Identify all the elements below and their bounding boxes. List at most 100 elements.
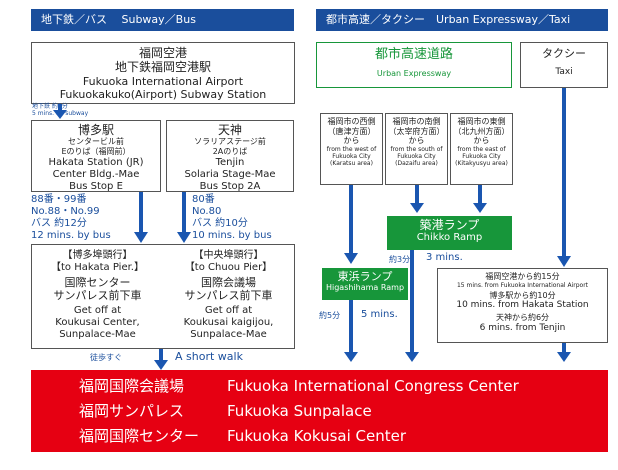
- arrow-head: [134, 232, 148, 243]
- arrow-shaft: [562, 343, 566, 354]
- arrow-shaft: [58, 104, 62, 112]
- arrow-head: [344, 352, 358, 362]
- arrow-shaft: [182, 192, 186, 234]
- from-line: from the west of: [326, 145, 377, 153]
- arrow-shaft: [349, 185, 353, 255]
- destination-en: Fukuoka Sunpalace: [227, 402, 372, 420]
- hakata-station-box: 博多駅 センタービル前 Eのりば（福岡前） Hakata Station (JR…: [31, 120, 161, 192]
- subway-bus-header: 地下鉄／バス Subway／Bus: [31, 9, 294, 31]
- getoff-line: Sunpalace-Mae: [190, 329, 267, 341]
- getoff-line: 国際会議場: [201, 276, 256, 289]
- bus-tenjin-time-en: 10 mins. by bus: [192, 230, 272, 241]
- from-line: から: [408, 136, 425, 146]
- getoff-line: サンパレス前下車: [53, 289, 142, 303]
- urban-expressway-box: 都市高速道路 Urban Expressway: [316, 42, 512, 88]
- chikko-ramp-box: 築港ランプ Chikko Ramp: [387, 216, 512, 250]
- higashihama-time-jp: 約5分: [319, 311, 341, 320]
- higashihama-time-en: 5 mins.: [361, 309, 398, 320]
- getoff-line: 【博多埠頭行】: [62, 250, 133, 261]
- arrow-shaft: [410, 250, 414, 354]
- arrow-head: [557, 352, 571, 362]
- arrow-head: [473, 203, 487, 213]
- chikko-time-jp: 約3分: [389, 255, 411, 264]
- walk-jp: 徒歩すぐ: [90, 353, 122, 362]
- chikko-jp: 築港ランプ: [419, 218, 480, 232]
- arrow-head: [53, 110, 67, 119]
- hakata-line: Center Bldg.-Mae: [52, 168, 140, 180]
- getoff-line: Get off at: [204, 305, 253, 317]
- walk-en: A short walk: [175, 350, 243, 363]
- bus-hakata-route: 88番・99番: [31, 194, 87, 205]
- getoff-line: サンパレス前下車: [184, 289, 273, 303]
- hakata-line: Bus Stop E: [69, 180, 123, 192]
- destination-row: 福岡国際センター Fukuoka Kokusai Center: [79, 426, 608, 451]
- arrow-head: [344, 253, 358, 264]
- getoff-line: 【to Chuou Pier】: [184, 262, 273, 273]
- arrow-shaft: [349, 300, 353, 354]
- arrow-head: [177, 232, 191, 243]
- from-east-box: 福岡市の東側 （北九州方面） から from the east of Fukuo…: [450, 113, 513, 185]
- destination-en: Fukuoka Kokusai Center: [227, 427, 407, 445]
- chikko-time-en: 3 mins.: [426, 252, 463, 263]
- expressway-taxi-header: 都市高速／タクシー Urban Expressway／Taxi: [316, 9, 608, 31]
- bus-tenjin-label: 80番 No.80 バス 約10分 10 mins. by bus: [192, 194, 292, 242]
- higashihama-ramp-box: 東浜ランプ Higashihama Ramp: [322, 268, 408, 300]
- arrow-head: [154, 360, 168, 370]
- destination-en: Fukuoka International Congress Center: [227, 377, 519, 395]
- tenjin-line: Tenjin: [215, 156, 245, 168]
- airport-line: Fukuokakuko(Airport) Subway Station: [59, 87, 267, 101]
- airport-line: 地下鉄福岡空港駅: [114, 60, 211, 75]
- taxi-time-line: 福岡空港から約15分: [485, 272, 560, 281]
- bus-getoff-box: 【博多埠頭行】 【to Hakata Pier.】 国際センター サンパレス前下…: [31, 244, 295, 349]
- getoff-line: 【to Hakata Pier.】: [51, 262, 144, 273]
- airport-box: 福岡空港 地下鉄福岡空港駅 Fukuoka International Airp…: [31, 42, 295, 104]
- bus-hakata-time: バス 約12分: [31, 218, 87, 229]
- getoff-chuou-pier: 【中央埠頭行】 【to Chuou Pier】 国際会議場 サンパレス前下車 G…: [163, 250, 294, 341]
- airport-line: 福岡空港: [138, 46, 187, 60]
- from-west-box: 福岡市の西側 （唐津方面） から from the west of Fukuok…: [320, 113, 383, 185]
- bus-tenjin-time: バス 約10分: [192, 218, 248, 229]
- expressway-en: Urban Expressway: [376, 68, 452, 78]
- from-line: 福岡市の西側: [327, 117, 376, 126]
- higashihama-jp: 東浜ランプ: [337, 270, 393, 283]
- from-line: (Kitakyusyu area): [455, 160, 508, 168]
- arrow-head: [410, 203, 424, 213]
- getoff-line: 国際センター: [64, 276, 131, 289]
- from-line: Fukuoka City: [397, 152, 436, 160]
- from-line: （唐津方面）: [327, 126, 376, 136]
- tenjin-line: 2Aのりば: [212, 146, 248, 156]
- taxi-times-box: 福岡空港から約15分 15 mins. from Fukuoka Interna…: [437, 268, 608, 343]
- arrow-shaft: [159, 349, 163, 362]
- from-line: （北九州方面）: [453, 126, 510, 136]
- arrow-head: [405, 352, 419, 362]
- getoff-line: 【中央埠頭行】: [193, 250, 264, 261]
- arrow-shaft: [562, 88, 566, 258]
- from-line: から: [343, 136, 360, 146]
- taxi-time-line: 博多駅から約10分: [489, 290, 556, 300]
- getoff-line: Koukusai Center,: [55, 317, 140, 329]
- from-line: 福岡市の東側: [457, 117, 506, 126]
- taxi-time-line: 6 mins. from Tenjin: [479, 322, 566, 333]
- subway-time-jp: 地下鉄 約5分: [32, 103, 68, 110]
- bus-hakata-time-en: 12 mins. by bus: [31, 230, 111, 241]
- hakata-line: Hakata Station (JR): [48, 156, 144, 168]
- getoff-hakata-pier: 【博多埠頭行】 【to Hakata Pier.】 国際センター サンパレス前下…: [32, 250, 163, 341]
- from-line: from the east of: [457, 145, 506, 153]
- taxi-time-line: 15 mins. from Fukuoka International Airp…: [456, 281, 589, 289]
- bus-tenjin-route-en: No.80: [192, 206, 222, 217]
- from-line: 福岡市の南側: [392, 117, 441, 126]
- arrow-shaft: [415, 185, 419, 205]
- destination-jp: 福岡サンパレス: [79, 402, 185, 420]
- from-line: from the south of: [390, 145, 443, 153]
- taxi-time-line: 天神から約6分: [495, 313, 550, 323]
- destination-jp: 福岡国際センター: [79, 427, 200, 445]
- bus-hakata-route-en: No.88・No.99: [31, 206, 100, 217]
- hakata-line: センタービル前: [68, 137, 124, 147]
- hakata-line: Eのりば（福岡前）: [61, 146, 131, 156]
- destination-row: 福岡サンパレス Fukuoka Sunpalace: [79, 401, 608, 426]
- expressway-jp: 都市高速道路: [374, 47, 453, 62]
- tenjin-box: 天神 ソラリアステージ前 2Aのりば Tenjin Solaria Stage-…: [166, 120, 294, 192]
- arrow-head: [557, 256, 571, 267]
